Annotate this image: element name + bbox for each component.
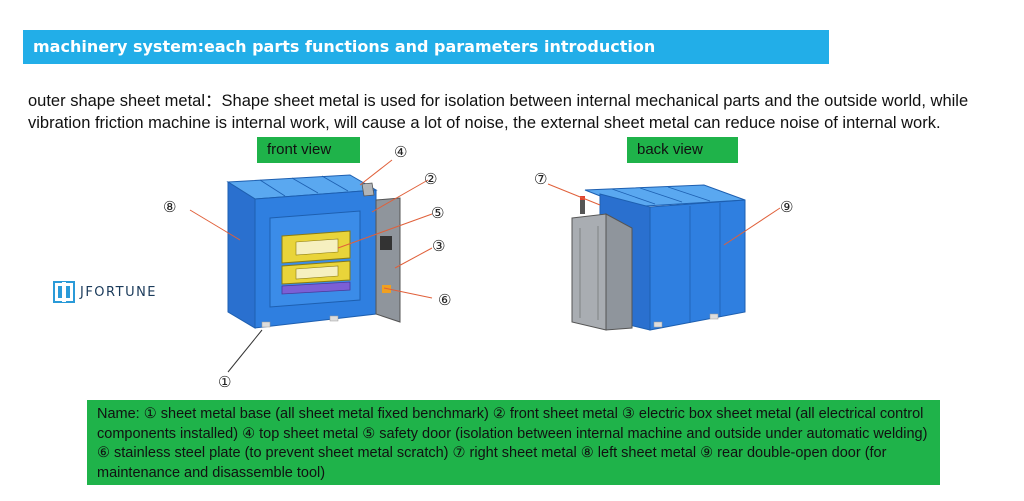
callout-7: ⑦	[534, 170, 548, 188]
callout-8: ⑧	[163, 198, 177, 216]
parts-legend: Name: ① sheet metal base (all sheet meta…	[87, 400, 940, 485]
jfortune-logo-icon	[53, 281, 75, 303]
page-title: machinery system:each parts functions an…	[23, 30, 829, 64]
jfortune-logo: JFORTUNE	[53, 280, 157, 304]
callout-6: ⑥	[438, 291, 452, 309]
callout-5: ⑤	[431, 204, 445, 222]
callout-3: ③	[432, 237, 446, 255]
callout-2: ②	[424, 170, 438, 188]
callout-1: ①	[218, 373, 232, 391]
back-view-label: back view	[627, 137, 738, 163]
intro-paragraph: outer shape sheet metal：Shape sheet meta…	[28, 92, 969, 132]
callout-9: ⑨	[780, 198, 794, 216]
leader-lines	[189, 159, 781, 299]
back-view-machine	[571, 184, 746, 331]
front-view-label: front view	[257, 137, 360, 163]
front-view-machine	[226, 174, 401, 329]
callout-4: ④	[394, 143, 408, 161]
logo-text: JFORTUNE	[80, 284, 158, 300]
leader-line-base	[227, 329, 263, 373]
